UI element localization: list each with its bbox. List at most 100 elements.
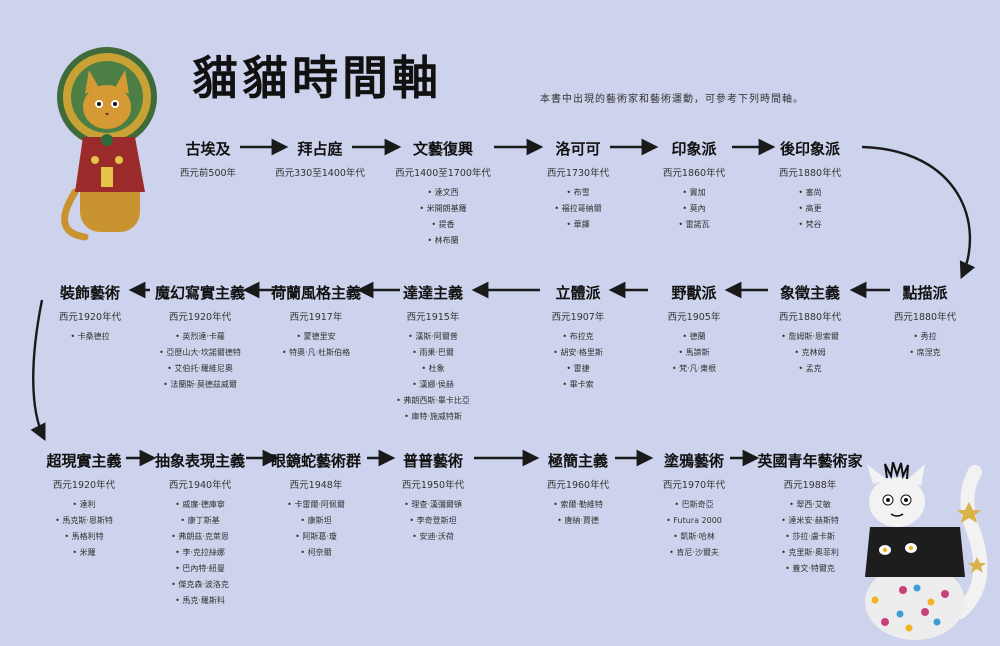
timeline-node: 洛可可西元1730年代布雪福拉哥納爾華鐸 <box>503 138 653 233</box>
artist-item: 柯奈爾 <box>241 545 391 561</box>
movement-era: 西元1940年代 <box>168 480 232 491</box>
artist-item: 弗朗西斯·畢卡比亞 <box>358 393 508 409</box>
movement-era: 西元330至1400年代 <box>275 168 365 179</box>
movement-name: 文藝復興 <box>412 140 473 158</box>
artist-item: 弗朗茲·克萊恩 <box>125 529 275 545</box>
timeline-node: 點描派西元1880年代秀拉席涅克 <box>850 282 1000 361</box>
movement-name: 印象派 <box>671 140 717 158</box>
timeline-node: 荷蘭風格主義西元1917年蒙德里安特奧·凡·杜斯伯格 <box>241 282 391 361</box>
artist-item: 竇加 <box>619 185 769 201</box>
movement-era: 西元1920年代 <box>58 312 122 323</box>
artist-item: 肯尼·沙爾夫 <box>619 545 769 561</box>
artist-item: 翠西·艾敏 <box>735 497 885 513</box>
artist-item: 雷諾瓦 <box>619 217 769 233</box>
movement-era: 西元前500年 <box>179 168 237 179</box>
artist-item: 席涅克 <box>850 345 1000 361</box>
movement-name: 拜占庭 <box>297 140 343 158</box>
artist-list: 理查·漢彌爾頓李奇登斯坦安迪·沃荷 <box>358 497 508 545</box>
artist-item: 高更 <box>735 201 885 217</box>
movement-name: 超現實主義 <box>46 452 122 470</box>
movement-era: 西元1970年代 <box>662 480 726 491</box>
timeline-node: 塗鴉藝術西元1970年代巴斯奇亞Futura 2000凱斯·哈林肯尼·沙爾夫 <box>619 450 769 561</box>
artist-item: 莎拉·盧卡斯 <box>735 529 885 545</box>
artist-list: 布拉克胡安·格里斯雷捷畢卡索 <box>503 329 653 393</box>
artist-item: 李奇登斯坦 <box>358 513 508 529</box>
artist-item: 法蘭斯·莫德茲威爾 <box>125 377 275 393</box>
artist-list: 英烈達·卡蘿亞歷山大·坎諾爾德特艾伯托·羅維尼奧法蘭斯·莫德茲威爾 <box>125 329 275 393</box>
movement-name: 荷蘭風格主義 <box>270 284 361 302</box>
page-title: 貓貓時間軸 <box>192 51 442 105</box>
punk-cat-illustration <box>845 461 995 646</box>
artist-list: 達利馬克斯·恩斯特馬格利特米羅 <box>9 497 159 561</box>
artist-list: 布雪福拉哥納爾華鐸 <box>503 185 653 233</box>
timeline-node: 極簡主義西元1960年代索爾·勒維特唐納·賈德 <box>503 450 653 529</box>
movement-name: 極簡主義 <box>547 452 608 470</box>
movement-name: 野獸派 <box>671 284 717 302</box>
byzantine-cat-illustration <box>55 42 165 246</box>
artist-item: 李·克拉絲娜 <box>125 545 275 561</box>
artist-list: 詹姆斯·恩索爾克林姆孟克 <box>735 329 885 377</box>
artist-item: 亞歷山大·坎諾爾德特 <box>125 345 275 361</box>
artist-item: 安迪·沃荷 <box>358 529 508 545</box>
timeline-node: 魔幻寫實主義西元1920年代英烈達·卡蘿亞歷山大·坎諾爾德特艾伯托·羅維尼奧法蘭… <box>125 282 275 393</box>
timeline-node: 抽象表現主義西元1940年代威廉·德庫寧康丁斯基弗朗茲·克萊恩李·克拉絲娜巴內特… <box>125 450 275 609</box>
movement-name: 達達主義 <box>402 284 463 302</box>
artist-list: 索爾·勒維特唐納·賈德 <box>503 497 653 529</box>
artist-item: 馬諦斯 <box>619 345 769 361</box>
artist-list: 翠西·艾敏達米安·赫斯特莎拉·盧卡斯克里斯·奧菲利蓋文·特爾克 <box>735 497 885 577</box>
artist-list: 竇加莫內雷諾瓦 <box>619 185 769 233</box>
movement-era: 西元1905年 <box>667 312 721 323</box>
artist-item: 馬克·羅斯科 <box>125 593 275 609</box>
timeline-node: 超現實主義西元1920年代達利馬克斯·恩斯特馬格利特米羅 <box>9 450 159 561</box>
movement-era: 西元1920年代 <box>168 312 232 323</box>
artist-item: 杜象 <box>358 361 508 377</box>
artist-item: 艾伯托·羅維尼奧 <box>125 361 275 377</box>
timeline-node: 後印象派西元1880年代塞尚高更梵谷 <box>735 138 885 233</box>
movement-era: 西元1730年代 <box>546 168 610 179</box>
artist-list: 威廉·德庫寧康丁斯基弗朗茲·克萊恩李·克拉絲娜巴內特·紐曼傑克森·波洛克馬克·羅… <box>125 497 275 609</box>
timeline-node: 立體派西元1907年布拉克胡安·格里斯雷捷畢卡索 <box>503 282 653 393</box>
movement-era: 西元1915年 <box>406 312 460 323</box>
movement-era: 西元1948年 <box>289 480 343 491</box>
page-subtitle: 本書中出現的藝術家和藝術運動，可參考下列時間軸。 <box>540 94 804 105</box>
movement-era: 西元1988年 <box>783 480 837 491</box>
timeline-node: 印象派西元1860年代竇加莫內雷諾瓦 <box>619 138 769 233</box>
artist-item: 蒙德里安 <box>241 329 391 345</box>
artist-item: 秀拉 <box>850 329 1000 345</box>
artist-item: 卡雷爾·阿佩爾 <box>241 497 391 513</box>
artist-item: 達米安·赫斯特 <box>735 513 885 529</box>
artist-item: 提香 <box>368 217 518 233</box>
movement-era: 西元1880年代 <box>893 312 957 323</box>
artist-item: 馬克斯·恩斯特 <box>9 513 159 529</box>
movement-name: 抽象表現主義 <box>154 452 245 470</box>
artist-item: 阿斯葛·瓊 <box>241 529 391 545</box>
artist-list: 達文西米開朗基羅提香林布蘭 <box>368 185 518 249</box>
artist-item: 庫特·施威特斯 <box>358 409 508 425</box>
artist-item: Futura 2000 <box>619 513 769 529</box>
artist-list: 德蘭馬諦斯梵·凡·東根 <box>619 329 769 377</box>
artist-item: 索爾·勒維特 <box>503 497 653 513</box>
movement-era: 西元1860年代 <box>662 168 726 179</box>
artist-item: 達利 <box>9 497 159 513</box>
timeline-node: 眼鏡蛇藝術群西元1948年卡雷爾·阿佩爾康斯坦阿斯葛·瓊柯奈爾 <box>241 450 391 561</box>
artist-item: 巴斯奇亞 <box>619 497 769 513</box>
artist-list: 蒙德里安特奧·凡·杜斯伯格 <box>241 329 391 361</box>
timeline-node: 英國青年藝術家西元1988年翠西·艾敏達米安·赫斯特莎拉·盧卡斯克里斯·奧菲利蓋… <box>735 450 885 577</box>
timeline-node: 裝飾藝術西元1920年代卡桑德拉 <box>15 282 165 345</box>
artist-item: 孟克 <box>735 361 885 377</box>
timeline-node: 古埃及西元前500年 <box>133 138 283 179</box>
artist-list: 卡桑德拉 <box>15 329 165 345</box>
artist-list: 塞尚高更梵谷 <box>735 185 885 233</box>
artist-item: 馬格利特 <box>9 529 159 545</box>
movement-era: 西元1880年代 <box>778 312 842 323</box>
timeline-curve-arrow <box>861 145 976 280</box>
movement-name: 古埃及 <box>185 140 231 158</box>
artist-item: 塞尚 <box>735 185 885 201</box>
artist-item: 理查·漢彌爾頓 <box>358 497 508 513</box>
artist-list: 卡雷爾·阿佩爾康斯坦阿斯葛·瓊柯奈爾 <box>241 497 391 561</box>
artist-item: 梵谷 <box>735 217 885 233</box>
artist-item: 漢斯·阿爾普 <box>358 329 508 345</box>
artist-item: 康斯坦 <box>241 513 391 529</box>
